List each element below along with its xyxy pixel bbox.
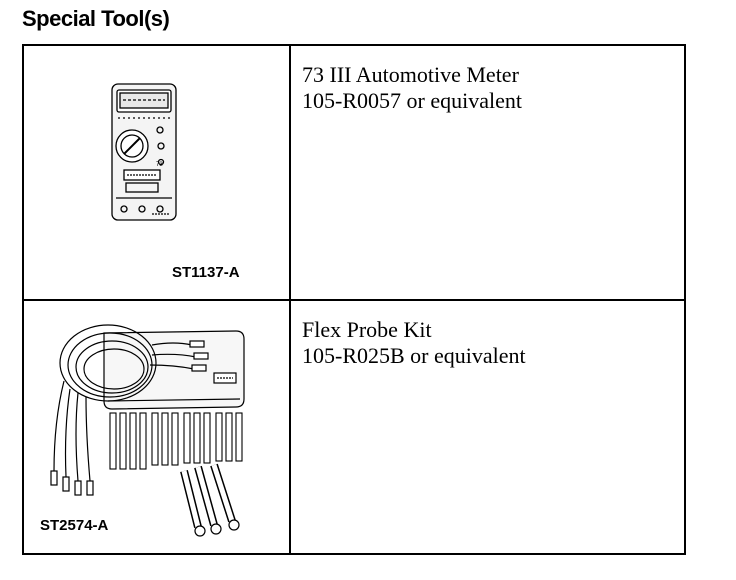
- tool-name-probe-kit: Flex Probe Kit: [302, 317, 432, 342]
- figure-code-probe-kit: ST2574-A: [40, 517, 109, 534]
- tool-name-meter: 73 III Automotive Meter: [302, 62, 519, 87]
- figure-code-meter: ST1137-A: [172, 264, 240, 281]
- section-title: Special Tool(s): [22, 6, 170, 31]
- tool-description-probe-kit: Flex Probe Kit 105-R025B or equivalent: [291, 301, 684, 553]
- special-tools-table: 73 ST1137-A 73 III Automotive Meter 105-…: [22, 44, 686, 555]
- probe-kit-illustration: [50, 324, 245, 537]
- tool-image-cell-meter: 73 ST1137-A: [24, 46, 289, 299]
- tool-part-number-meter: 105-R0057 or equivalent: [302, 88, 522, 113]
- meter-model-label: 73: [156, 162, 163, 168]
- row-divider: [24, 299, 684, 301]
- multimeter-illustration: 73: [111, 83, 177, 221]
- tool-image-cell-probe-kit: ST2574-A: [24, 301, 289, 553]
- tool-description-meter: 73 III Automotive Meter 105-R0057 or equ…: [291, 46, 684, 299]
- tool-part-number-probe-kit: 105-R025B or equivalent: [302, 343, 526, 368]
